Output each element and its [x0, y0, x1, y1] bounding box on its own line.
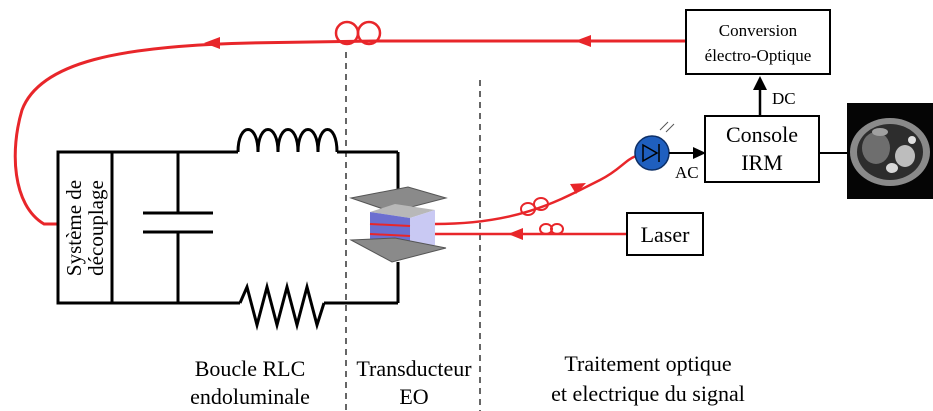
section-caption-rlc-line2: endoluminale — [190, 384, 310, 409]
ac-arrow — [693, 147, 706, 159]
resistor — [238, 281, 326, 331]
fiber-to-photodiode — [434, 154, 637, 226]
inductor — [236, 128, 339, 153]
section-caption-eo-line2: EO — [399, 384, 428, 409]
conversion-block — [685, 9, 831, 75]
eo-transducer — [349, 186, 448, 263]
fiber-arrow-right-top — [575, 35, 591, 47]
fiber-arrow-left-laser — [508, 228, 523, 240]
photodiode-icon — [634, 121, 675, 171]
capacitor — [143, 211, 213, 234]
decoupling-label-line1: Système de — [62, 180, 86, 276]
dc-label: DC — [772, 89, 796, 108]
dc-arrow — [753, 76, 767, 90]
fiber-coil-top — [334, 20, 382, 46]
section-caption-eo-line1: Transducteur — [356, 356, 472, 381]
console-label-line2: IRM — [741, 150, 783, 175]
section-caption-processing-line2: et electrique du signal — [551, 381, 745, 406]
conversion-label-line1: Conversion — [719, 21, 798, 40]
ac-label: AC — [675, 163, 699, 182]
fiber-arrow-up-right — [570, 183, 586, 194]
rlc-wiring — [112, 150, 400, 305]
console-label-line1: Console — [726, 122, 798, 147]
laser-label: Laser — [641, 222, 691, 247]
conversion-label-line2: électro-Optique — [705, 46, 812, 65]
mri-image — [847, 103, 933, 199]
fiber-arrow-left — [204, 37, 220, 49]
decoupling-block — [56, 150, 114, 305]
section-caption-processing-line1: Traitement optique — [564, 351, 731, 376]
decoupling-label-line2: découplage — [84, 180, 108, 276]
fiber-coil-mid — [520, 197, 564, 235]
section-caption-rlc-line1: Boucle RLC — [195, 356, 306, 381]
laser-block — [626, 212, 704, 256]
return-fiber — [13, 39, 686, 226]
console-block — [704, 115, 820, 183]
